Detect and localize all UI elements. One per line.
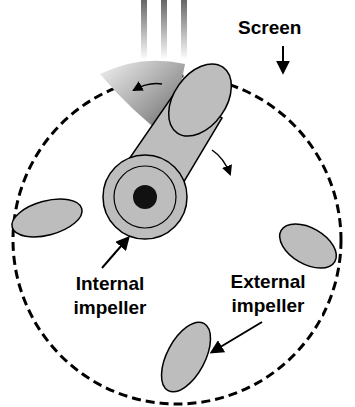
shaft [133, 185, 157, 209]
jets [141, 0, 187, 60]
external-impeller-blade [272, 215, 344, 277]
leader-line [212, 322, 262, 352]
part-label: Internal impeller [58, 272, 162, 320]
external-impeller-blade [151, 315, 220, 400]
part-label: External impeller [214, 270, 322, 318]
external-impeller-blade [8, 192, 86, 243]
impeller-blade [156, 52, 244, 147]
rotation-arrow [134, 84, 162, 90]
internal-impeller-hub [103, 155, 187, 239]
leader-line [102, 238, 128, 268]
leader-line [282, 46, 284, 72]
rotation-arrow [212, 150, 230, 174]
hub-ring [114, 166, 176, 228]
part-label: Screen [236, 16, 303, 40]
